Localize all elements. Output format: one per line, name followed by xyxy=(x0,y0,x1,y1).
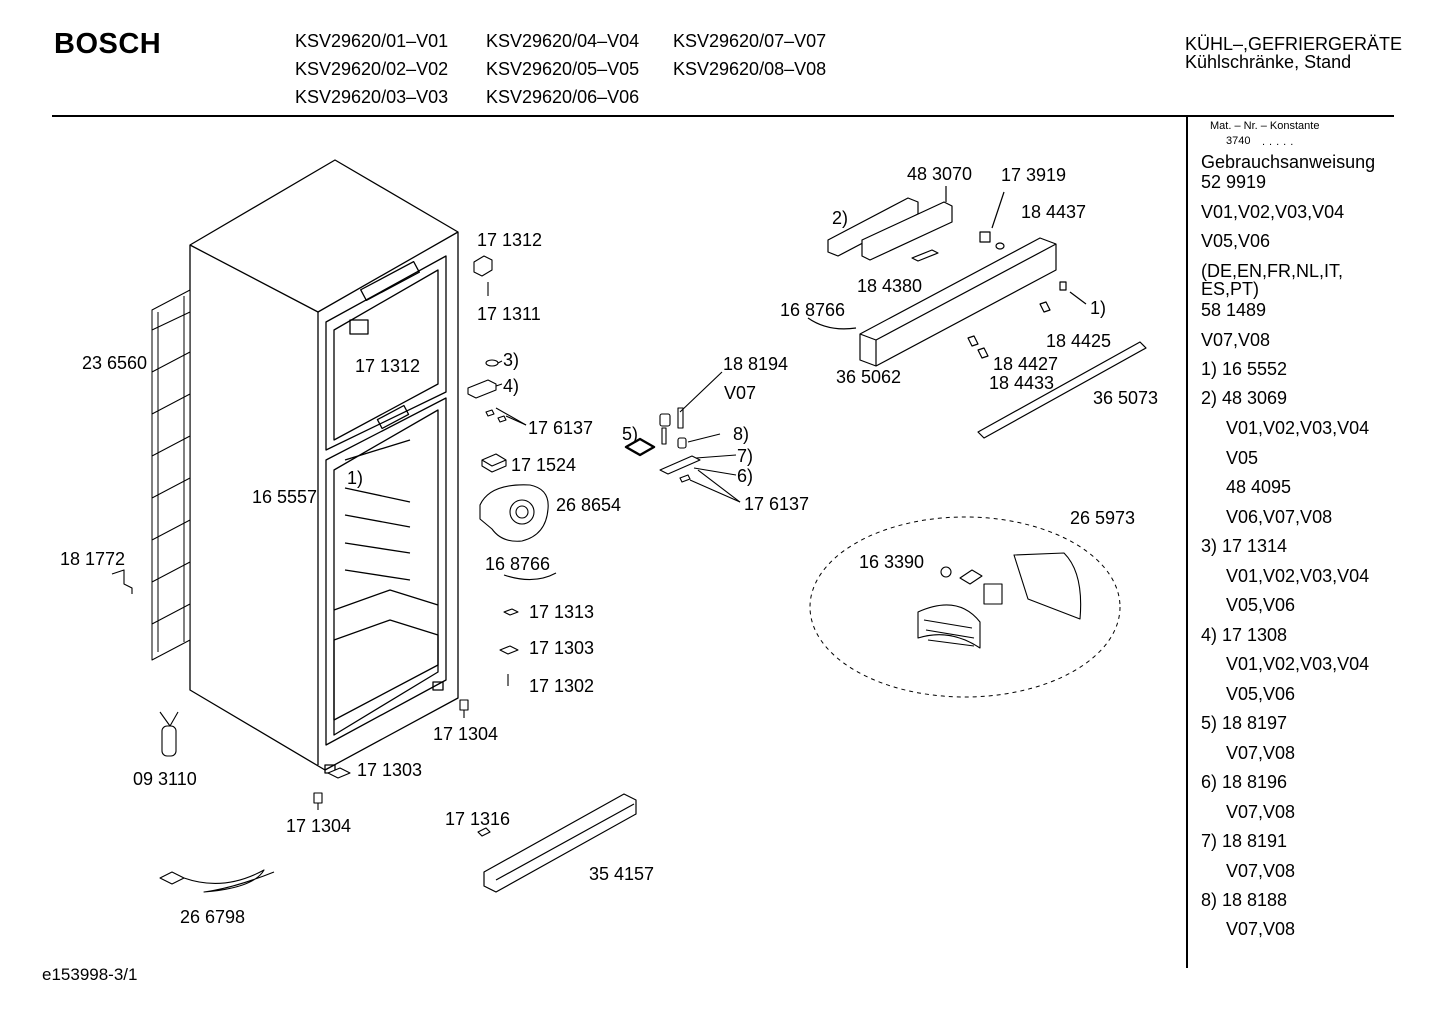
fridge-cabinet-drawing xyxy=(189,159,459,774)
control-panel-drawing xyxy=(807,186,1147,439)
sidebar-line: 3) 17 1314 xyxy=(1201,536,1288,556)
sidebar-line: 48 4095 xyxy=(1226,477,1292,497)
part-label: 17 1303 xyxy=(357,760,423,780)
part-label: 36 5073 xyxy=(1093,388,1159,408)
sidebar-line: 2) 48 3069 xyxy=(1201,388,1288,408)
part-label: 17 1302 xyxy=(529,676,595,696)
sidebar-line: (DE,EN,FR,NL,IT, xyxy=(1201,261,1344,281)
sidebar-line: Gebrauchsanweisung xyxy=(1201,152,1376,172)
sidebar-line: 58 1489 xyxy=(1201,300,1267,320)
part-label: 18 8194 xyxy=(723,354,789,374)
callout-label: 8) xyxy=(733,424,750,444)
part-label: 17 3919 xyxy=(1001,165,1067,185)
mat-nr-label: Mat. – Nr. – Konstante xyxy=(1210,120,1320,132)
callout-label: 6) xyxy=(737,466,754,486)
sidebar-line: V05,V06 xyxy=(1226,684,1296,704)
callout-label: 1) xyxy=(347,468,364,488)
sidebar-line: V01,V02,V03,V04 xyxy=(1226,418,1370,438)
sidebar-divider xyxy=(1186,115,1188,968)
part-label: 17 1524 xyxy=(511,455,577,475)
part-label: 26 6798 xyxy=(180,907,246,927)
part-label: 16 5557 xyxy=(252,487,318,507)
sidebar-line: 7) 18 8191 xyxy=(1201,831,1288,851)
part-label: 17 1316 xyxy=(445,809,511,829)
callout-label: 4) xyxy=(503,376,520,396)
part-label: 18 4433 xyxy=(989,373,1055,393)
sidebar-line: V07,V08 xyxy=(1226,919,1296,939)
condenser-coil-drawing xyxy=(151,289,191,661)
sidebar-line: 4) 17 1308 xyxy=(1201,625,1288,645)
sidebar-line: 6) 18 8196 xyxy=(1201,772,1288,792)
part-label: 16 8766 xyxy=(485,554,551,574)
sidebar-line: ES,PT) xyxy=(1201,279,1260,299)
model-number: KSV29620/06–V06 xyxy=(486,87,640,107)
part-label: 17 1312 xyxy=(355,356,421,376)
model-number: KSV29620/07–V07 xyxy=(673,31,827,51)
sidebar-line: V07,V08 xyxy=(1226,861,1296,881)
control-parts-center xyxy=(624,371,741,503)
part-label: 18 4437 xyxy=(1021,202,1087,222)
sidebar-line: V01,V02,V03,V04 xyxy=(1226,566,1370,586)
part-label: 17 1303 xyxy=(529,638,595,658)
part-label: 36 5062 xyxy=(836,367,902,387)
sidebar-line: V01,V02,V03,V04 xyxy=(1201,202,1345,222)
part-label: 48 3070 xyxy=(907,164,973,184)
callout-label: 3) xyxy=(503,350,520,370)
part-label: 26 5973 xyxy=(1070,508,1136,528)
brand-logo: BOSCH xyxy=(54,28,162,60)
part-label: 17 6137 xyxy=(528,418,594,438)
sidebar-line: V07,V08 xyxy=(1201,330,1271,350)
sidebar-line: V06,V07,V08 xyxy=(1226,507,1333,527)
part-label: 17 6137 xyxy=(744,494,810,514)
sidebar-line: 5) 18 8197 xyxy=(1201,713,1288,733)
part-label: 18 1772 xyxy=(60,549,126,569)
callout-label: 7) xyxy=(737,446,754,466)
category-subtitle: Kühlschränke, Stand xyxy=(1185,52,1352,72)
document-code: e153998-3/1 xyxy=(42,965,138,984)
model-number: KSV29620/08–V08 xyxy=(673,59,827,79)
sidebar-line: 8) 18 8188 xyxy=(1201,890,1288,910)
callout-label: 1) xyxy=(1090,298,1107,318)
callout-label: 2) xyxy=(832,208,849,228)
category-title: KÜHL–,GEFRIERGERÄTE xyxy=(1185,34,1403,54)
kickplate-drawing xyxy=(477,793,637,893)
sidebar-line: V07,V08 xyxy=(1226,802,1296,822)
part-label: 26 8654 xyxy=(556,495,622,515)
part-label: 18 4427 xyxy=(993,354,1059,374)
sidebar-line: 1) 16 5552 xyxy=(1201,359,1288,379)
sidebar-line: V05,V06 xyxy=(1201,231,1271,251)
part-label: 18 4425 xyxy=(1046,331,1112,351)
mat-nr-dots: ..... xyxy=(1262,136,1298,148)
fan-assembly-detail xyxy=(809,516,1121,698)
header-divider xyxy=(52,115,1394,117)
model-number: KSV29620/04–V04 xyxy=(486,31,640,51)
part-label: 17 1304 xyxy=(433,724,499,744)
callout-label: 5) xyxy=(622,424,639,444)
sidebar-line: V05 xyxy=(1226,448,1259,468)
part-label: 17 1304 xyxy=(286,816,352,836)
part-label: 16 3390 xyxy=(859,552,925,572)
sidebar-line: V05,V06 xyxy=(1226,595,1296,615)
model-number: KSV29620/02–V02 xyxy=(295,59,449,79)
part-label: 23 6560 xyxy=(82,353,148,373)
part-label: 17 1312 xyxy=(477,230,543,250)
sidebar-line: V07,V08 xyxy=(1226,743,1296,763)
model-number: KSV29620/05–V05 xyxy=(486,59,640,79)
model-number: KSV29620/03–V03 xyxy=(295,87,449,107)
part-label: 17 1313 xyxy=(529,602,595,622)
variant-label: V07 xyxy=(724,383,757,403)
part-label: 16 8766 xyxy=(780,300,846,320)
part-label: 09 3110 xyxy=(133,769,197,789)
part-label: 35 4157 xyxy=(589,864,655,884)
sidebar-line: V01,V02,V03,V04 xyxy=(1226,654,1370,674)
mat-nr-value: 3740 xyxy=(1226,135,1251,147)
sidebar-line: 52 9919 xyxy=(1201,172,1267,192)
part-label: 17 1311 xyxy=(477,304,541,324)
model-number: KSV29620/01–V01 xyxy=(295,31,449,51)
part-label: 18 4380 xyxy=(857,276,923,296)
small-parts-left xyxy=(111,255,557,893)
